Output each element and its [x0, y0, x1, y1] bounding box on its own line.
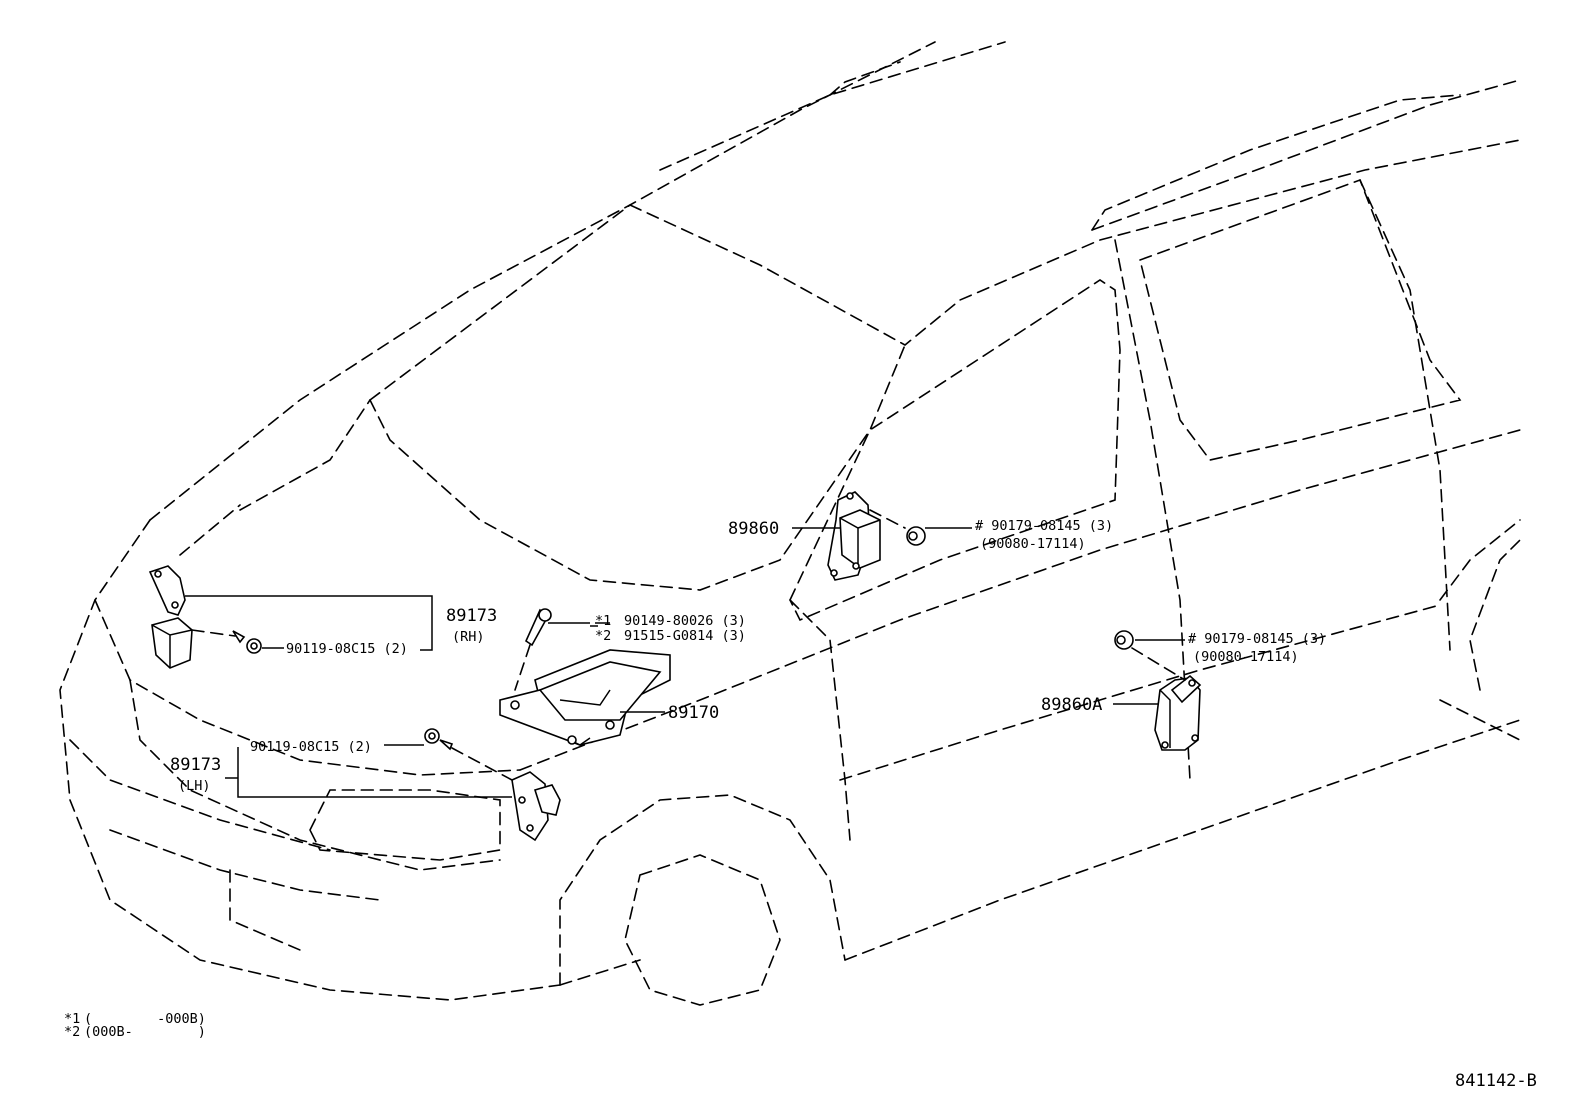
label-89860: 89860	[728, 519, 779, 539]
nut-89860a-icon	[1114, 630, 1186, 681]
screw-89170-icon	[514, 608, 552, 691]
part-labels: 89173 (RH) 90119-08C15 (2) *1 90149-8002…	[170, 518, 1326, 794]
label-nut-upper-alt: (90080-17114)	[980, 536, 1086, 552]
label-star1-mark: *1	[595, 613, 611, 629]
diagram-code: 841142-B	[1455, 1071, 1537, 1091]
leader-89860a	[1113, 639, 1185, 705]
label-89173-rh-side: (RH)	[452, 629, 485, 645]
label-star1-part: 90149-80026 (3)	[624, 613, 746, 629]
label-89173-lh: 89173	[170, 755, 221, 775]
leader-89173-rh	[185, 595, 433, 651]
leader-89173-lh	[225, 744, 512, 798]
label-89860a: 89860A	[1041, 695, 1102, 715]
side-sensor-89860a-icon	[1154, 674, 1202, 751]
bolt-rh-icon	[191, 629, 262, 654]
footnote-2-range: (000B- )	[84, 1024, 206, 1040]
airbag-ecu-89170-icon	[499, 649, 671, 746]
label-star2-part: 91515-G0814 (3)	[624, 628, 746, 644]
sensor-89173-rh-icon	[148, 565, 193, 669]
label-bolt-rh: 90119-08C15 (2)	[286, 641, 408, 657]
side-sensor-89860-icon	[827, 491, 881, 581]
label-nut-lower-alt: (90080-17114)	[1193, 649, 1299, 665]
label-star2-mark: *2	[595, 628, 611, 644]
leader-89170	[548, 622, 665, 713]
footnote-2-mark: *2	[64, 1024, 80, 1040]
label-89173-lh-side: (LH)	[178, 778, 211, 794]
bolt-lh-icon	[424, 728, 513, 781]
footnote-1-mark: *1	[64, 1011, 80, 1027]
sensor-89173-lh-icon	[511, 771, 561, 842]
nut-89860-icon	[869, 509, 926, 546]
label-89173-rh: 89173	[446, 606, 497, 626]
label-nut-upper: # 90179-08145 (3)	[975, 518, 1113, 534]
label-89170: 89170	[668, 703, 719, 723]
label-nut-lower: # 90179-08145 (3)	[1188, 631, 1326, 647]
vehicle-outline	[59, 41, 1521, 1006]
label-bolt-lh: 90119-08C15 (2)	[250, 739, 372, 755]
footnotes: *1 ( -000B) *2 (000B- )	[64, 1011, 206, 1040]
footnote-1-range: ( -000B)	[84, 1011, 206, 1027]
